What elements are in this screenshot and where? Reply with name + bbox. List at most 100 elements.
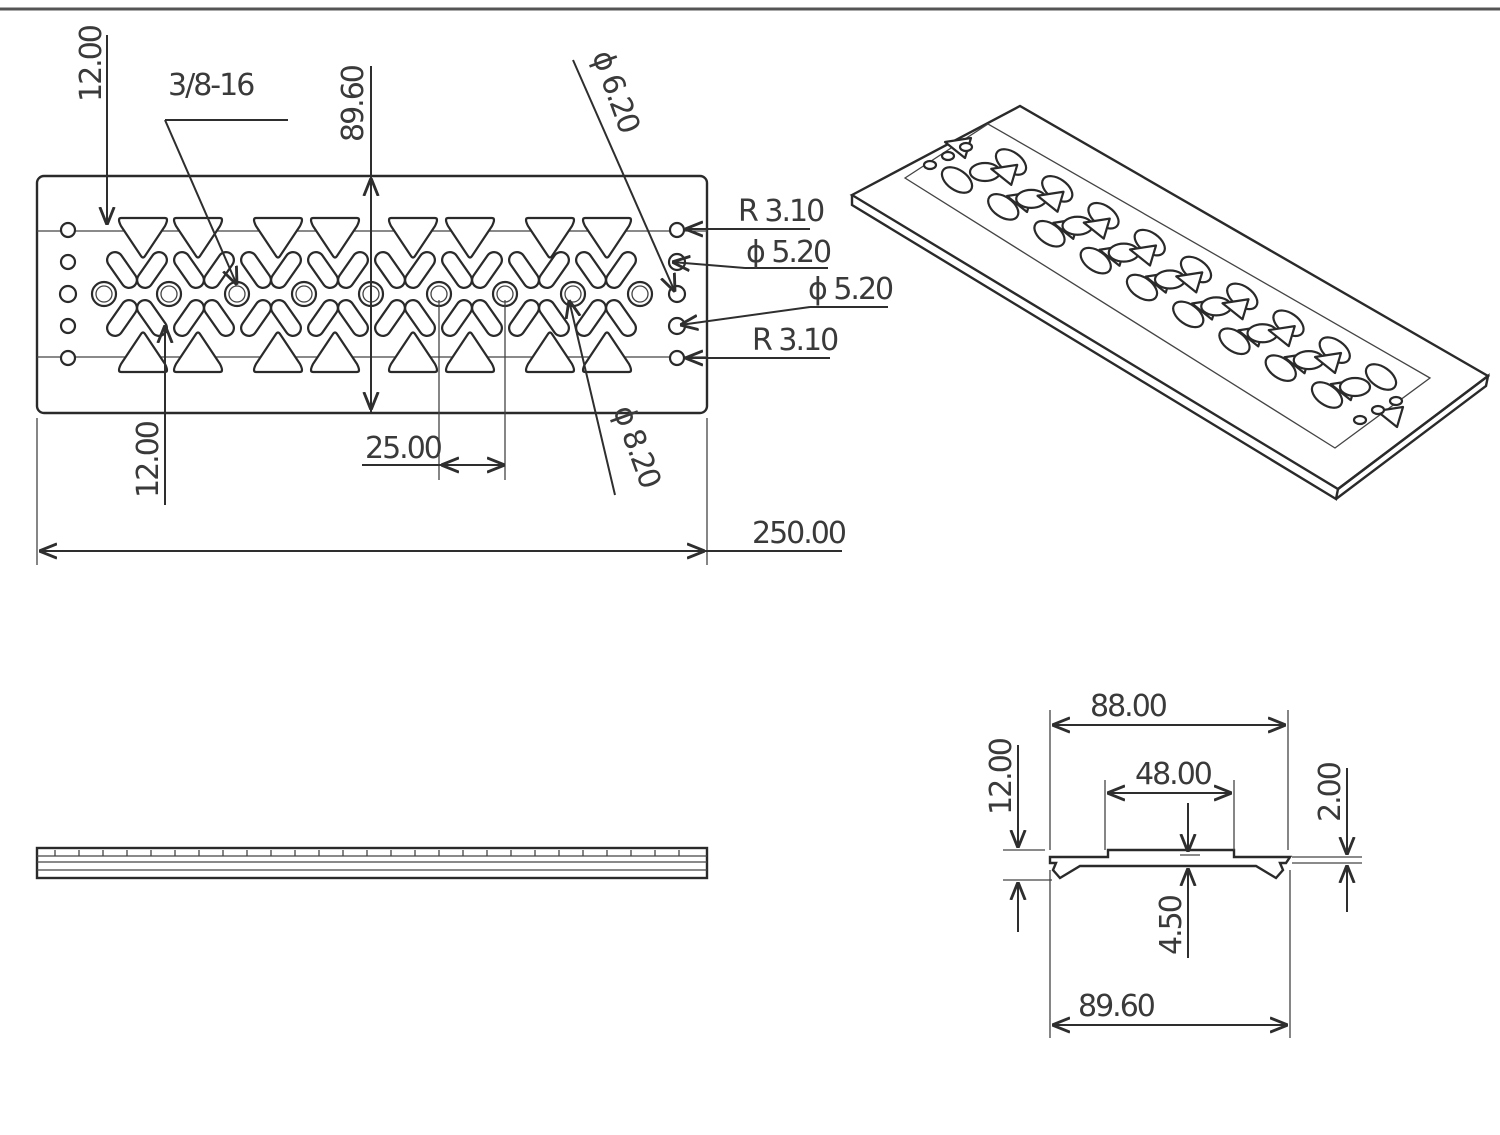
iso-slot	[1172, 300, 1205, 329]
leader-dia-top	[672, 262, 746, 268]
slot-cutout-inner	[272, 301, 300, 335]
triangle-cutout-bottom	[581, 331, 633, 374]
mount-hole-small	[668, 221, 686, 239]
iso-small-hole	[1370, 404, 1386, 416]
triangle-cutout-top	[387, 216, 439, 259]
slot-cutout-inner	[138, 301, 166, 335]
mount-hole-small	[667, 316, 687, 336]
triangle-cutout-bottom	[444, 331, 496, 374]
dim-rail-width: 48.00	[1135, 757, 1212, 792]
iso-small-hole	[1352, 414, 1368, 426]
slot-cutout-inner	[339, 253, 367, 287]
iso-slot	[1125, 273, 1159, 302]
slot-cutout-inner	[577, 301, 605, 335]
slot-cutout-inner	[309, 301, 337, 335]
dim-hole-large: ϕ 8.20	[605, 401, 667, 493]
slot-cutout-inner	[376, 253, 404, 287]
dim-depth: 4.50	[1154, 895, 1189, 955]
side-view	[35, 846, 709, 880]
slot-cutout-inner	[577, 253, 605, 287]
leader-dia-bottom	[680, 306, 811, 325]
triangle-cutout-bottom	[387, 331, 439, 374]
triangle-cutout-top	[309, 216, 361, 259]
iso-slot	[987, 193, 1020, 221]
triangle-cutout-top	[581, 216, 633, 259]
dim-overall-width: 89.60	[1078, 989, 1155, 1024]
iso-slot	[1264, 354, 1297, 382]
dim-top-width: 88.00	[1090, 689, 1167, 724]
triangle-cutout-top	[524, 216, 576, 259]
iso-triangle	[1082, 217, 1111, 240]
slot-cutout-inner	[473, 301, 501, 335]
slot-cutout-inner	[138, 253, 166, 287]
mount-hole-small	[59, 349, 77, 367]
mount-hole-small	[59, 317, 77, 335]
iso-small-hole	[940, 150, 956, 162]
mount-hole-inner	[160, 285, 178, 303]
mount-hole-small	[667, 284, 687, 304]
dim-bottom-offset: 12.00	[131, 421, 166, 498]
dim-length: 250.00	[752, 516, 846, 551]
mount-hole-small	[59, 253, 77, 271]
iso-small-hole	[922, 159, 938, 171]
leader-hole-large	[569, 300, 616, 496]
triangle-cutout-top	[444, 216, 496, 259]
dim-thread: 3/8-16	[168, 68, 254, 103]
mount-hole-small	[58, 284, 78, 304]
iso-end-edge	[1335, 373, 1490, 500]
dim-dia-top: ϕ 5.20	[746, 235, 831, 270]
triangle-cutout-bottom	[309, 331, 361, 374]
iso-small-hole	[1388, 395, 1404, 407]
triangle-cutout-top	[172, 216, 224, 259]
iso-triangle	[1036, 190, 1065, 213]
mount-hole-small	[668, 349, 686, 367]
side-outline	[35, 846, 709, 880]
dim-hole-small: ϕ 6.20	[584, 46, 646, 138]
leader-thread	[164, 119, 237, 285]
slot-cutout-inner	[406, 253, 434, 287]
triangle-cutout-bottom	[172, 331, 224, 374]
slot-cutout-inner	[339, 301, 367, 335]
iso-slot	[1364, 363, 1398, 391]
iso-triangle	[990, 163, 1019, 186]
mount-hole-inner	[295, 285, 313, 303]
triangle-cutout-top	[252, 216, 304, 259]
slot-cutout-inner	[510, 301, 538, 335]
slot-cutout-inner	[205, 253, 233, 287]
iso-slot	[1218, 327, 1251, 356]
front-view: 12.00 3/8-16 89.60 ϕ 6.20 R 3.10 ϕ 5.20 …	[35, 25, 895, 565]
mount-hole-small	[59, 221, 77, 239]
iso-triangle	[1221, 298, 1250, 321]
iso-triangle	[1128, 244, 1158, 267]
section-view: 88.00 48.00 12.00 2.00 4.50 89.60	[984, 689, 1362, 1038]
slot-cutout-inner	[108, 301, 136, 335]
iso-triangle	[1175, 271, 1204, 294]
isometric-view	[849, 104, 1491, 501]
slot-cutout-inner	[607, 253, 635, 287]
dim-dia-bottom: ϕ 5.20	[808, 272, 893, 307]
slot-cutout-inner	[443, 253, 471, 287]
slot-cutout-inner	[175, 253, 203, 287]
iso-triangle	[1313, 351, 1343, 375]
mount-hole-inner	[95, 285, 113, 303]
dim-pitch: 25.00	[365, 431, 442, 466]
mount-hole-inner	[631, 285, 649, 303]
slot-cutout-inner	[406, 301, 434, 335]
iso-triangle	[1267, 325, 1296, 348]
slot-cutout-inner	[607, 301, 635, 335]
slot-cutout-inner	[309, 253, 337, 287]
side-hidden-features	[54, 850, 680, 856]
dim-height: 89.60	[336, 65, 371, 142]
cutout-pattern	[106, 216, 637, 374]
iso-small-hole	[958, 141, 974, 153]
slot-cutout-inner	[205, 301, 233, 335]
slot-cutout-inner	[376, 301, 404, 335]
slot-cutout-inner	[242, 253, 270, 287]
slot-cutout-inner	[540, 253, 568, 287]
leader-hole-small	[572, 59, 675, 292]
iso-slot	[940, 166, 974, 194]
iso-outline	[849, 104, 1491, 491]
section-profile	[1048, 848, 1293, 880]
